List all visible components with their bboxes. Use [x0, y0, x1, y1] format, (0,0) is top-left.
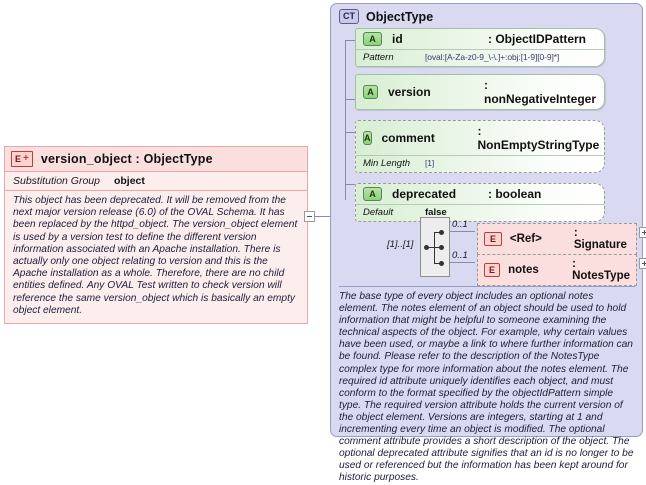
substitution-group-label: Substitution Group: [13, 175, 100, 187]
attribute-badge-icon: A: [363, 85, 378, 99]
element-description: This object has been deprecated. It will…: [5, 191, 307, 324]
sequence-stem: [429, 247, 435, 248]
attribute-stub: [345, 132, 355, 133]
complextype-badge-icon: CT: [339, 9, 359, 24]
sequence-root-dot: [424, 245, 429, 250]
element-badge-letter: E: [15, 153, 22, 164]
attribute-badge-icon: A: [363, 187, 382, 201]
sequence-branch: [434, 263, 440, 264]
attribute-badge-icon: A: [363, 32, 382, 46]
sequence-branch: [434, 232, 440, 233]
attribute-comment-type: : NonEmptyStringType: [477, 124, 600, 152]
notes-expand-plus-icon[interactable]: [639, 258, 646, 269]
attribute-id-facet-label: Pattern: [363, 52, 394, 63]
attribute-deprecated-facet-value: false: [425, 207, 447, 218]
element-description-text: This object has been deprecated. It will…: [13, 195, 298, 316]
element-title: version_object : ObjectType: [40, 152, 213, 166]
sequence-node-dot: [439, 245, 444, 250]
child-element-ref-row: E <Ref> : Signature: [477, 223, 646, 255]
sequence-group: [1]..[1] 0..1 E <Ref> : Signature 0..1: [383, 217, 646, 286]
attribute-version-type: : nonNegativeInteger: [483, 78, 597, 106]
element-header: E+ version_object : ObjectType: [5, 147, 307, 172]
attribute-deprecated-facet-label: Default: [363, 207, 394, 218]
collapse-minus-icon[interactable]: [304, 211, 315, 222]
complextype-header: CT ObjectType: [331, 4, 642, 27]
attribute-comment-facet: Min Length [1]: [356, 155, 604, 172]
attribute-comment-facet-label: Min Length: [363, 158, 411, 169]
attribute-badge-icon: A: [363, 131, 372, 145]
substitution-group-value: object: [113, 175, 145, 187]
attribute-id[interactable]: A id : ObjectIDPattern Pattern [oval:[A-…: [355, 28, 605, 67]
child-element-ref[interactable]: E <Ref> : Signature: [477, 223, 637, 255]
ref-expand-plus-icon[interactable]: [639, 227, 646, 238]
objecttype-complextype-panel[interactable]: CT ObjectType A id : ObjectIDPattern Pat…: [330, 3, 646, 483]
attribute-version[interactable]: A version : nonNegativeInteger: [355, 74, 605, 110]
attribute-id-main: A id : ObjectIDPattern: [356, 29, 604, 49]
ref-cardinality-label: 0..1: [452, 219, 468, 230]
branch-line-ref: [450, 231, 475, 232]
child-element-ref-type: : Signature: [573, 227, 627, 251]
complextype-title: ObjectType: [366, 9, 434, 24]
attribute-id-facet-value: [oval:[A-Za-z0-9_\-\.]+:obj:[1-9][0-9]*]: [425, 52, 560, 62]
child-element-notes-type: : NotesType: [572, 258, 631, 282]
attribute-stub: [345, 99, 355, 100]
sequence-connector-icon[interactable]: [420, 217, 450, 277]
sequence-node-dot: [439, 230, 444, 235]
attribute-id-name: id: [392, 32, 403, 46]
branch-line-notes: [450, 262, 475, 263]
notes-cardinality-label: 0..1: [452, 250, 468, 261]
attribute-stub: [345, 184, 355, 185]
sequence-branch: [434, 247, 440, 248]
element-badge-icon: E: [484, 232, 502, 246]
connector-line: [315, 216, 332, 217]
sequence-node-dot: [439, 261, 444, 266]
attribute-deprecated-type: : boolean: [488, 187, 542, 201]
attribute-deprecated-facet: Default false: [356, 204, 604, 221]
attribute-tree-rail: [345, 40, 346, 200]
attribute-id-facet: Pattern [oval:[A-Za-z0-9_\-\.]+:obj:[1-9…: [356, 49, 604, 66]
child-element-ref-name: <Ref>: [509, 233, 542, 245]
element-badge-icon: E+: [11, 151, 33, 167]
attribute-comment-name: comment: [381, 131, 435, 145]
sequence-spine: [434, 232, 435, 264]
attribute-list: A id : ObjectIDPattern Pattern [oval:[A-…: [355, 28, 605, 229]
element-badge-icon: E: [484, 263, 501, 277]
child-element-notes[interactable]: E notes : NotesType: [477, 254, 637, 286]
attribute-stub: [345, 40, 355, 41]
attribute-id-type: : ObjectIDPattern: [488, 32, 587, 46]
attribute-deprecated-main: A deprecated : boolean: [356, 184, 604, 204]
attribute-version-main: A version : nonNegativeInteger: [356, 75, 604, 109]
child-element-notes-name: notes: [508, 264, 539, 276]
attribute-comment-main: A comment : NonEmptyStringType: [356, 121, 604, 155]
attribute-comment[interactable]: A comment : NonEmptyStringType Min Lengt…: [355, 120, 605, 173]
child-element-notes-row: E notes : NotesType: [477, 254, 646, 286]
sequence-cardinality-label: [1]..[1]: [387, 239, 414, 250]
substitution-group-row: Substitution Group object: [5, 172, 307, 191]
complextype-description: The base type of every object includes a…: [339, 286, 635, 485]
version-object-element-box[interactable]: E+ version_object : ObjectType Substitut…: [4, 146, 308, 325]
attribute-comment-facet-value: [1]: [425, 158, 435, 168]
attribute-version-name: version: [387, 85, 431, 99]
attribute-deprecated[interactable]: A deprecated : boolean Default false: [355, 183, 605, 222]
element-expand-plus-icon[interactable]: +: [23, 153, 29, 164]
complextype-description-text: The base type of every object includes a…: [339, 291, 634, 484]
attribute-deprecated-name: deprecated: [392, 187, 457, 201]
